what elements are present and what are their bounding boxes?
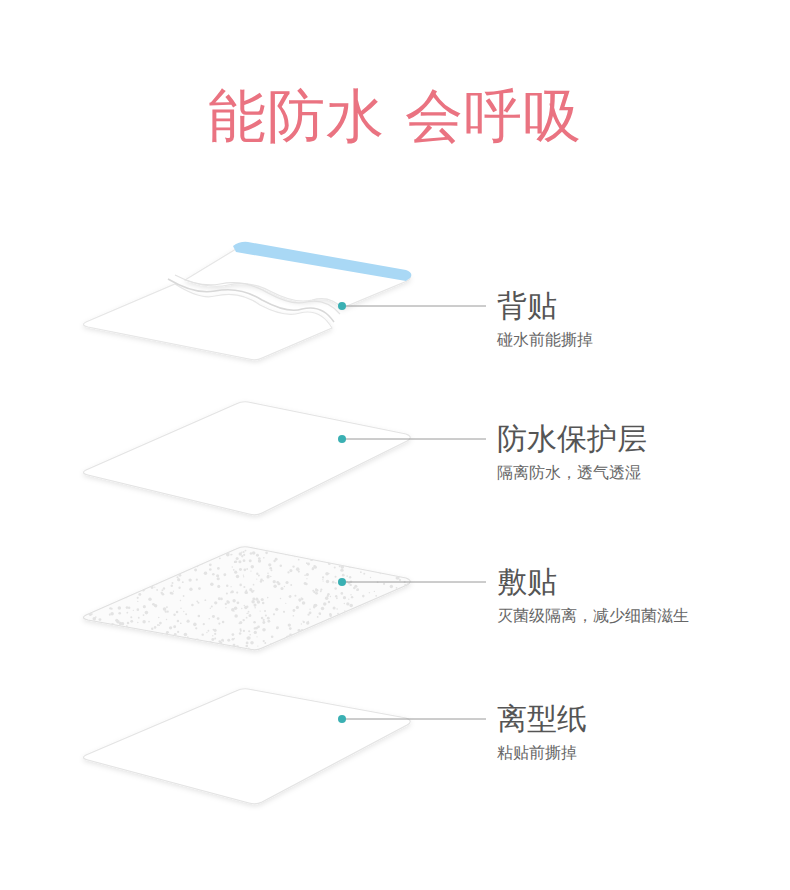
layer-name: 离型纸: [497, 701, 587, 737]
layer-note-text: 粘贴前撕掉: [497, 743, 577, 762]
pad-layer: [83, 547, 410, 650]
title-text: 能防水 会呼吸: [208, 82, 581, 150]
layer-name: 敷贴: [497, 564, 557, 600]
layer-name: 背贴: [497, 288, 557, 324]
layer-name-text: 离型纸: [497, 701, 587, 736]
layer-note-text: 碰水前能撕掉: [497, 330, 593, 349]
layer-name: 防水保护层: [497, 421, 647, 457]
title: 能防水 会呼吸: [0, 78, 790, 156]
layer-note: 粘贴前撕掉: [497, 743, 577, 762]
layer-name-text: 背贴: [497, 288, 557, 323]
backing-layer: [83, 242, 411, 360]
layer-note: 灭菌级隔离，减少细菌滋生: [497, 606, 689, 625]
leader-lines: [342, 306, 486, 719]
layer-name-text: 防水保护层: [497, 421, 647, 456]
release-paper-layer: [83, 689, 410, 804]
pad-texture: [79, 544, 416, 654]
layer-note-text: 灭菌级隔离，减少细菌滋生: [497, 606, 689, 625]
layer-name-text: 敷贴: [497, 564, 557, 599]
layer-note-text: 隔离防水，透气透湿: [497, 463, 641, 482]
leader-dots: [338, 302, 346, 723]
film-layer: [83, 402, 410, 515]
layer-note: 碰水前能撕掉: [497, 330, 593, 349]
layer-note: 隔离防水，透气透湿: [497, 463, 641, 482]
